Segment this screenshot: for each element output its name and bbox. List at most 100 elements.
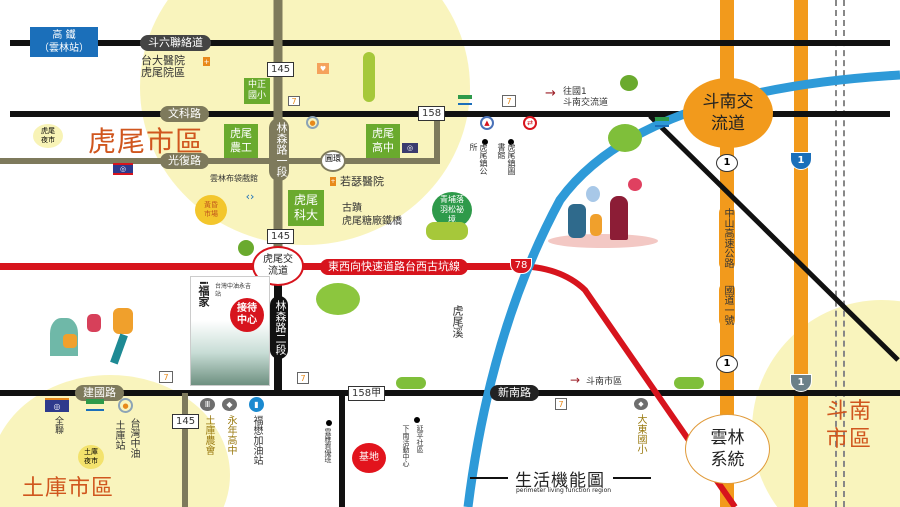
- fuxian-gas-label[interactable]: 福懋加油站: [251, 415, 262, 465]
- familymart-icon: [458, 95, 472, 105]
- sales-center[interactable]: 接待中心: [230, 298, 264, 332]
- national-1-shield-bottom: 1: [790, 374, 812, 392]
- familymart-icon-2: [655, 117, 669, 127]
- library-dot: [508, 139, 514, 145]
- to-dounan-label[interactable]: 斗南市區: [586, 377, 623, 387]
- to-dounan-interchange-arrow: →: [545, 86, 556, 101]
- farm-assoc-label[interactable]: 土庫農會: [203, 415, 214, 455]
- seven-eleven-icon-4: 7: [297, 372, 309, 384]
- library-icon: ⇄: [523, 116, 537, 130]
- tuku-station-label[interactable]: 土庫站: [113, 420, 124, 450]
- route-145-shield-mid: 145: [267, 229, 295, 244]
- dounan-district-label: 斗南市區: [826, 399, 873, 452]
- heritage-label[interactable]: 古蹟 虎尾糖廠鐵橋: [342, 203, 402, 227]
- site-marker[interactable]: 基地: [352, 443, 386, 473]
- huwei-district-label: 虎尾市區: [88, 125, 205, 158]
- ntu-hospital-label[interactable]: 台大醫院 虎尾院區: [141, 54, 185, 79]
- family-illustration: [548, 178, 658, 250]
- huwei-nightmarket[interactable]: 虎尾夜市: [33, 124, 63, 148]
- linsen-road-1-label: 林森路一段: [269, 118, 289, 181]
- school-icon: ◆: [222, 398, 237, 411]
- to-national-1-label[interactable]: 往國1 斗南交流道: [563, 87, 609, 108]
- bushes-icon: [608, 124, 642, 152]
- tree-icon-2: [238, 240, 254, 256]
- route-158-shield: 158: [418, 106, 446, 121]
- tuku-nightmarket[interactable]: 土庫夜市: [78, 445, 104, 469]
- dounan-interchange[interactable]: 斗南交流道: [683, 78, 773, 148]
- brand-board[interactable]: i福家 台灣中油永吉站: [190, 276, 270, 386]
- yanping-dot: [414, 417, 420, 423]
- bank-icon: ◎: [402, 143, 418, 153]
- title-line-right: [613, 477, 651, 479]
- yunlin-system-interchange[interactable]: 雲林系統: [685, 414, 770, 484]
- huwei-industrial-school[interactable]: 虎尾農工: [224, 124, 258, 158]
- bushes-icon-2: [316, 283, 360, 315]
- quanlian-label[interactable]: 全聯: [53, 416, 63, 434]
- dadong-label[interactable]: 大東國小: [635, 414, 646, 454]
- freeway-label-2: 國道一號: [719, 282, 735, 328]
- route-145-shield-bottom: 145: [172, 414, 200, 429]
- expressway-label: 東西向快速道路台西古坑線: [320, 259, 468, 275]
- route-145-shield-top: 145: [267, 62, 295, 77]
- gas-station-icon: ▮: [249, 397, 264, 412]
- bushes-icon-4: [674, 377, 704, 389]
- yunhuan-dot: [326, 420, 332, 426]
- guangfu-road-connector: [434, 116, 440, 164]
- carrefour-icon: ‹›: [245, 189, 255, 203]
- cpc-tuku-label[interactable]: 台灣中油: [128, 418, 139, 458]
- yunhuan-class-label[interactable]: 雲雁資優班: [324, 428, 332, 463]
- provincial-1-shield-mid: 1: [716, 355, 738, 373]
- jianguo-road-label: 建國路: [75, 385, 124, 401]
- railway: [835, 0, 845, 507]
- town-office-label[interactable]: 虎尾鎮公所: [469, 143, 488, 175]
- guangfu-road-label: 光復路: [160, 153, 209, 169]
- farm-assoc-icon: Ⅲ: [200, 398, 215, 411]
- title-line-left: [470, 477, 508, 479]
- yongnian-label[interactable]: 永年高中: [225, 415, 236, 455]
- cpc-station-small-label: 台灣中油永吉站: [215, 283, 252, 298]
- shopping-icon: ♥: [317, 63, 329, 74]
- yanping-label[interactable]: 延平社區: [416, 425, 424, 453]
- runners-illustration: [45, 300, 145, 375]
- douliu-connector-road: [10, 40, 890, 46]
- xianan-label[interactable]: 下南活動中心: [402, 425, 410, 467]
- seven-eleven-icon-5: 7: [555, 398, 567, 410]
- douliu-connector-label: 斗六聯絡道: [140, 35, 211, 51]
- huwei-creek-label: 虎尾溪: [451, 305, 464, 338]
- wenke-road-label: 文科路: [160, 106, 209, 122]
- seven-eleven-icon: 7: [288, 96, 300, 106]
- huanong-market[interactable]: 黃昏市場: [195, 195, 227, 225]
- town-office-dot: [482, 139, 488, 145]
- bushes-icon-3: [396, 377, 426, 389]
- ruose-hospital-label[interactable]: 若瑟醫院: [340, 175, 384, 188]
- puppet-museum-label[interactable]: 雲林布袋戲館: [210, 174, 258, 183]
- hsr-yunlin-station[interactable]: 高 鐵 （雲林站）: [30, 27, 98, 57]
- roundabout[interactable]: 圓環: [320, 150, 346, 172]
- quanlian-store-icon: ◎: [113, 163, 133, 175]
- pine-trees-icon: [426, 222, 468, 240]
- park-tree-icon: [363, 52, 375, 102]
- route-158a-shield: 158甲: [348, 386, 386, 401]
- xinnan-road: [0, 390, 900, 396]
- xinnan-road-label: 新南路: [490, 385, 539, 401]
- cpc-gas-icon: ●: [118, 398, 133, 413]
- linsen-road-2-label: 林森路二段: [270, 296, 288, 359]
- tree-icon: [620, 75, 638, 91]
- zhongzheng-elementary[interactable]: 中正國小: [244, 78, 270, 104]
- route-78-shield: 78: [510, 258, 532, 274]
- tuku-district-label: 土庫市區: [22, 476, 115, 501]
- post-office-icon: ●: [306, 116, 319, 129]
- hospital-icon-2: +: [330, 177, 336, 186]
- map-subtitle: perimeter living function region: [516, 487, 612, 494]
- huwei-high-school[interactable]: 虎尾高中: [366, 124, 400, 158]
- brand-logo: i福家: [197, 281, 210, 307]
- familymart-icon-3: [86, 399, 104, 411]
- freeway-label-1: 中山高速公路: [719, 205, 735, 271]
- school-icon-2: ◆: [634, 398, 648, 410]
- huwei-tech-university[interactable]: 虎尾科大: [288, 190, 324, 226]
- library-label[interactable]: 虎尾鎮圖書館: [497, 143, 516, 175]
- seven-eleven-icon-3: 7: [159, 371, 173, 383]
- to-dounan-arrow: →: [570, 373, 581, 387]
- provincial-1-shield-top: 1: [716, 154, 738, 172]
